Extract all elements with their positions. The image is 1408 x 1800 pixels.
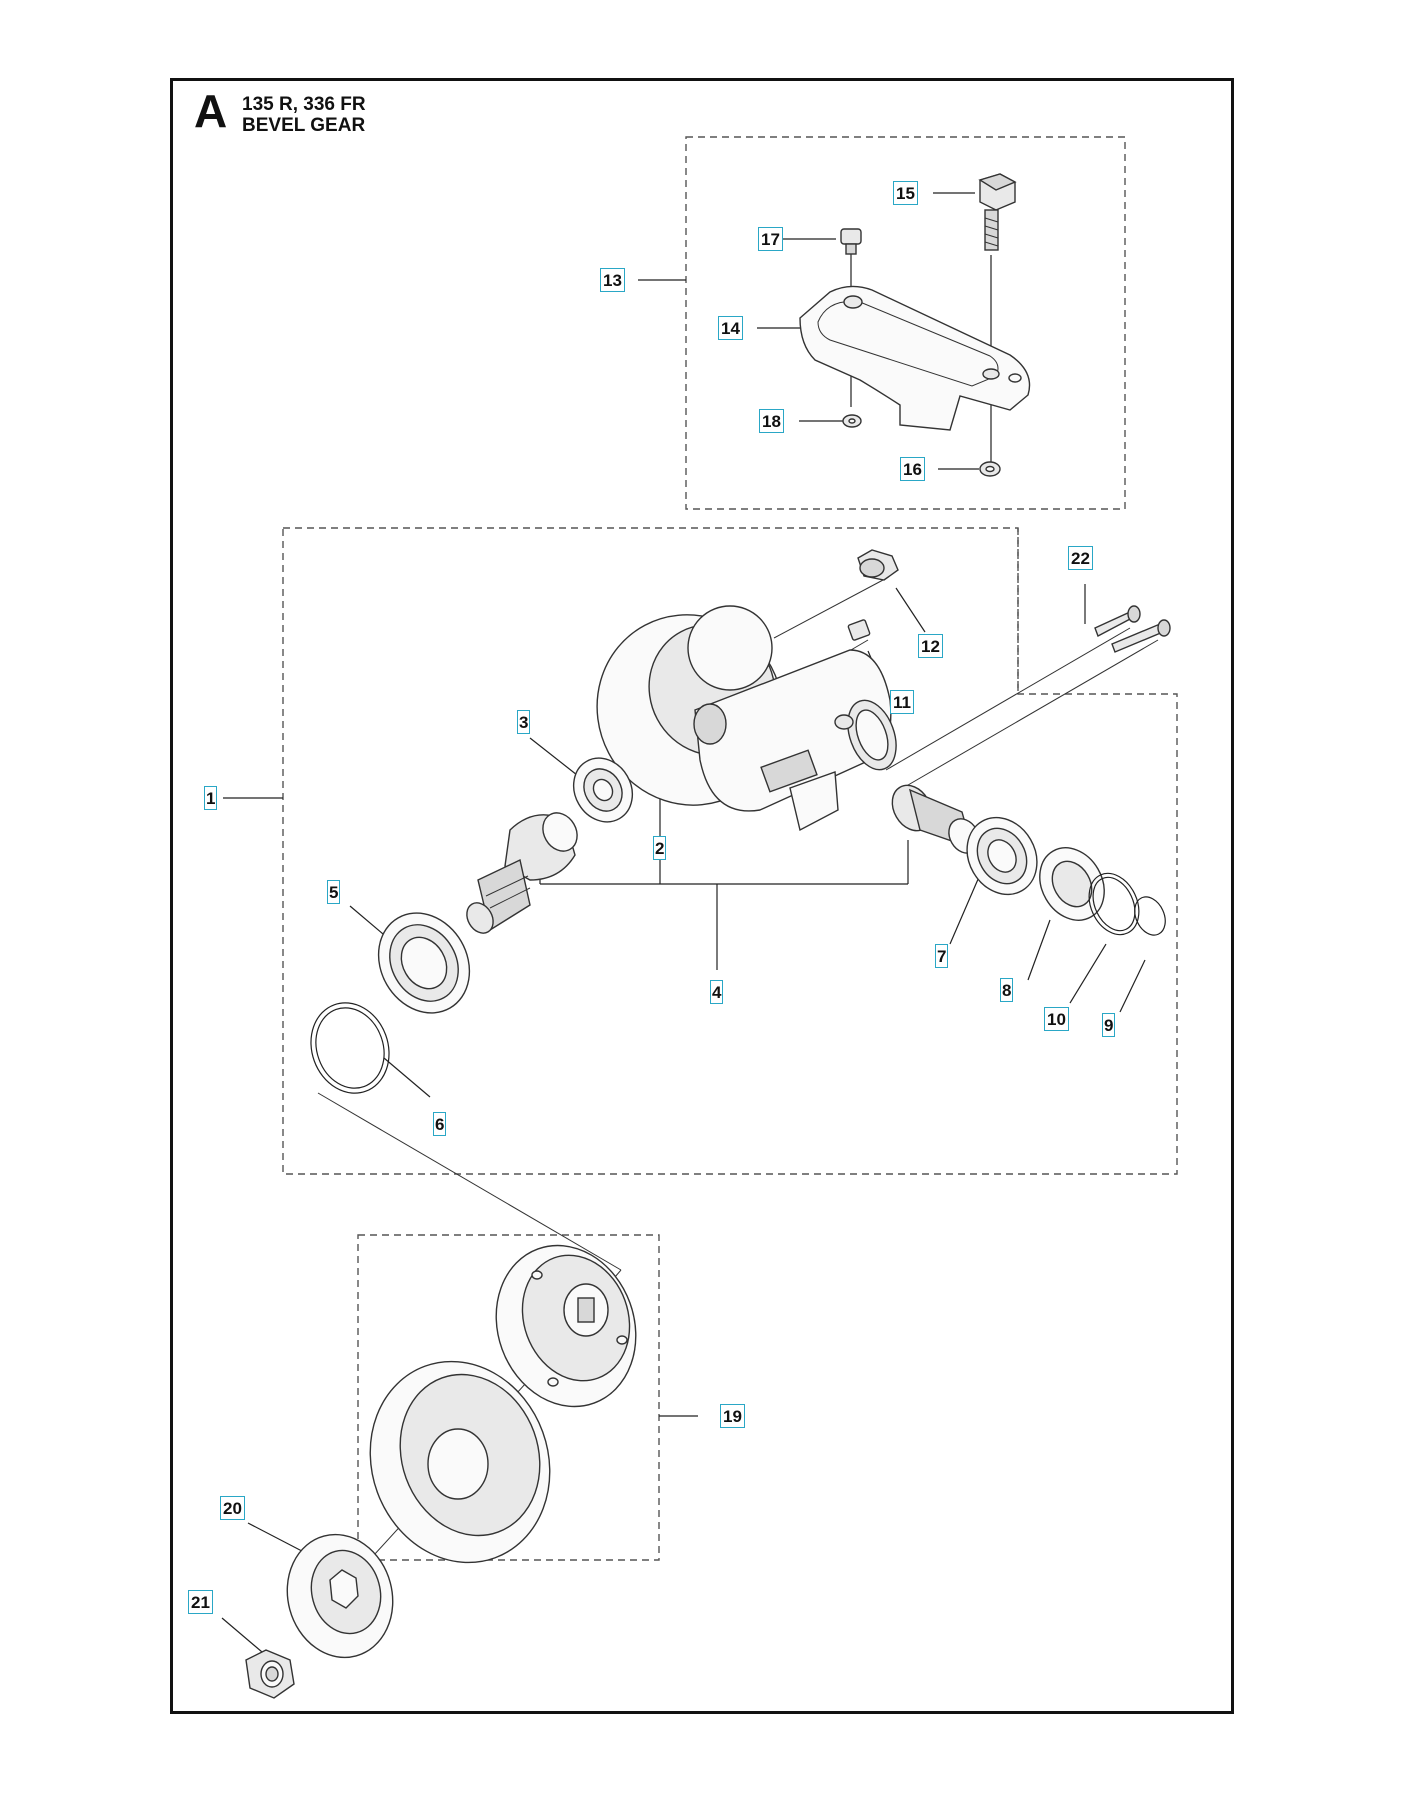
callout-1[interactable]: 1 xyxy=(204,786,218,810)
callout-8[interactable]: 8 xyxy=(1000,978,1014,1002)
part-22-screws xyxy=(1094,605,1171,653)
callout-12[interactable]: 12 xyxy=(918,634,943,658)
part-6-circlip xyxy=(310,1002,390,1094)
part-15-clamp-screw xyxy=(978,173,1017,251)
part-2-gear-housing xyxy=(596,605,897,832)
callout-11[interactable]: 11 xyxy=(890,690,914,714)
part-21-nut xyxy=(245,1649,295,1699)
callout-4[interactable]: 4 xyxy=(710,980,724,1004)
part-20-thrust-washer xyxy=(286,1533,394,1659)
part-4-bevel-pinion xyxy=(466,812,578,934)
part-14-bracket xyxy=(799,285,1031,431)
part-7-bearing xyxy=(966,816,1038,896)
part-3-bearing xyxy=(572,757,634,823)
callout-2[interactable]: 2 xyxy=(653,836,667,860)
callout-17[interactable]: 17 xyxy=(758,227,783,251)
part-5-bearing xyxy=(377,912,471,1014)
callout-22[interactable]: 22 xyxy=(1068,546,1093,570)
callout-14[interactable]: 14 xyxy=(718,316,743,340)
group-13-outline xyxy=(685,136,1126,510)
callout-20[interactable]: 20 xyxy=(220,1496,245,1520)
part-11-grease-plug xyxy=(847,619,871,641)
model-numbers: 135 R, 336 FR xyxy=(242,94,366,115)
assembly-title: BEVEL GEAR xyxy=(242,115,366,136)
part-19-support-cup xyxy=(369,1244,637,1564)
group-19-outline xyxy=(357,1234,660,1561)
section-letter: A xyxy=(194,85,228,137)
callout-6[interactable]: 6 xyxy=(433,1112,447,1136)
callout-13[interactable]: 13 xyxy=(600,268,625,292)
part-17-bolt xyxy=(840,228,862,255)
callout-19[interactable]: 19 xyxy=(720,1404,745,1428)
callout-10[interactable]: 10 xyxy=(1044,1007,1069,1031)
part-8-seal xyxy=(1039,847,1105,921)
callout-3[interactable]: 3 xyxy=(517,710,531,734)
callout-18[interactable]: 18 xyxy=(759,409,784,433)
part-9-circlip xyxy=(1134,896,1166,936)
callout-16[interactable]: 16 xyxy=(900,457,925,481)
part-12-plug xyxy=(857,549,899,581)
part-10-ring xyxy=(1088,872,1140,936)
leader-lines xyxy=(221,192,1159,1653)
callout-9[interactable]: 9 xyxy=(1102,1013,1116,1037)
callout-7[interactable]: 7 xyxy=(935,944,949,968)
callout-5[interactable]: 5 xyxy=(327,880,341,904)
callout-15[interactable]: 15 xyxy=(893,181,918,205)
callout-21[interactable]: 21 xyxy=(188,1590,213,1614)
